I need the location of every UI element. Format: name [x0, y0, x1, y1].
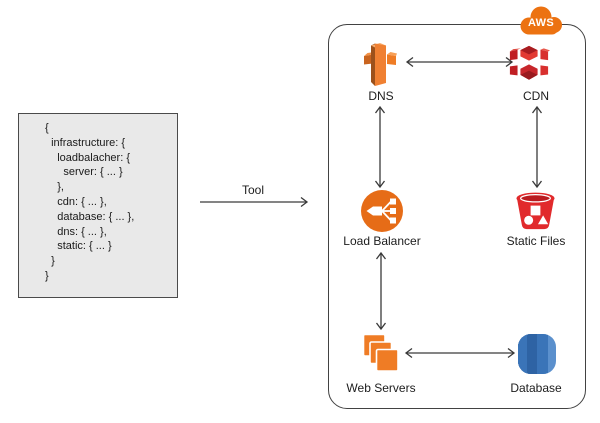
tool-arrow-icon	[200, 196, 309, 208]
aws-cloud-icon	[520, 6, 562, 35]
dns-label: DNS	[368, 89, 394, 103]
aws-badge-label: AWS	[528, 17, 554, 29]
dns-cross-icon	[364, 43, 397, 86]
static-files-label: Static Files	[506, 234, 566, 248]
infrastructure-code: { infrastructure: { loadbalacher: { serv…	[45, 122, 135, 282]
infrastructure-code-box: { infrastructure: { loadbalacher: { serv…	[18, 113, 178, 298]
database-cylinder-icon	[518, 334, 556, 374]
cdn-label: CDN	[523, 89, 549, 103]
connector-dns-cdn	[405, 56, 514, 68]
database-label: Database	[510, 381, 562, 395]
load-balancer-icon	[361, 190, 403, 232]
server-stack-icon	[362, 333, 399, 372]
load-balancer-label: Load Balancer	[343, 234, 421, 248]
bucket-icon	[516, 192, 555, 230]
connector-loadbalancer-webservers	[375, 251, 387, 331]
connector-cdn-staticfiles	[531, 105, 543, 189]
connector-webservers-database	[404, 347, 516, 359]
cdn-icon	[509, 45, 550, 80]
connector-dns-loadbalancer	[374, 105, 386, 189]
tool-arrow-label: Tool	[241, 183, 265, 197]
web-servers-label: Web Servers	[346, 381, 416, 395]
aws-badge: AWS	[516, 5, 566, 37]
